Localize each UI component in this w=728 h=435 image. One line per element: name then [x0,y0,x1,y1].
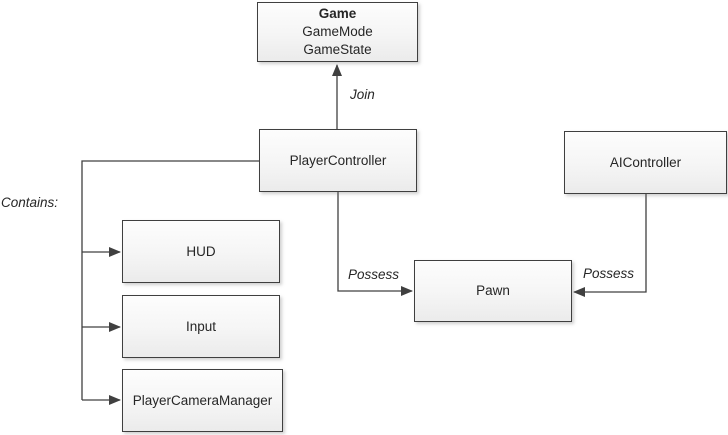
node-playercontroller: PlayerController [259,129,417,192]
node-aicontroller-label: AIController [609,154,682,170]
node-game: Game GameMode GameState [257,2,418,62]
node-hud-label: HUD [186,243,216,259]
contains-edge-label: Contains: [1,195,59,210]
node-playercontroller-label: PlayerController [289,152,387,168]
node-game-gamestate-label: GameState [303,42,372,57]
node-playercameramanager-label: PlayerCameraManager [132,392,273,408]
node-pawn-label: Pawn [476,283,510,298]
node-playercameramanager: PlayerCameraManager [122,369,283,432]
node-pawn: Pawn [414,260,572,322]
node-input-label: Input [185,318,217,334]
join-edge-label: Join [350,87,375,102]
node-hud: HUD [122,220,280,283]
node-aicontroller: AIController [564,131,727,194]
possess-left-edge-label: Possess [348,267,400,282]
node-game-gamemode-label: GameMode [302,24,373,39]
node-input: Input [122,295,280,358]
node-game-title: Game [318,6,357,21]
possess-right-edge-label: Possess [583,266,635,281]
